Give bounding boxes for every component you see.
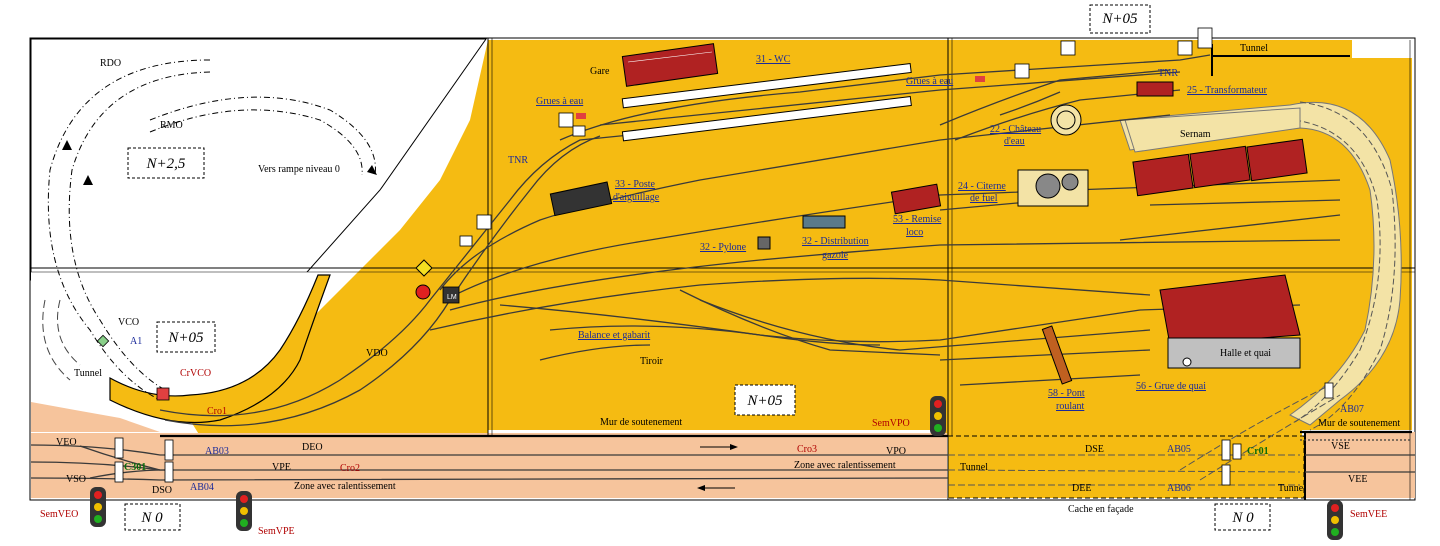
label-semvpe: SemVPE — [258, 526, 295, 537]
label-distribution-2: gazole — [822, 250, 849, 261]
label-vpo: VPO — [886, 446, 906, 457]
label-vso: VSO — [66, 474, 86, 485]
label-ab03: AB03 — [205, 446, 229, 457]
label-vpe: VPE — [272, 462, 291, 473]
level-bottom-left: N 0 — [140, 510, 163, 526]
label-grue-quai: 56 - Grue de quai — [1136, 381, 1206, 392]
label-tunnel-bottom: Tunnel — [960, 462, 988, 473]
label-remise-2: loco — [906, 227, 923, 238]
label-chateau-eau-1: 22 - Château — [990, 124, 1041, 135]
label-zone-bottom: Zone avec ralentissement — [294, 481, 396, 492]
label-citerne-1: 24 - Citerne — [958, 181, 1006, 192]
label-dee: DEE — [1072, 483, 1091, 494]
label-crvco: CrVCO — [180, 368, 211, 379]
gare-building — [621, 43, 719, 87]
label-distribution-1: 32 - Distribution — [802, 236, 869, 247]
level-left-mid: N+05 — [167, 330, 204, 346]
label-chateau-eau-2: d'eau — [1004, 136, 1025, 147]
signal-semveo — [90, 487, 106, 527]
label-cr01: Cr01 — [1247, 446, 1269, 457]
label-tunnel-top: Tunnel — [1240, 43, 1268, 54]
label-ab07: AB07 — [1340, 404, 1364, 415]
label-balance: Balance et gabarit — [578, 330, 650, 341]
transformateur — [1136, 81, 1174, 97]
signal-semvpo — [930, 396, 946, 436]
label-poste-2: d'aiguillage — [613, 192, 660, 203]
label-mur-center: Mur de soutenement — [600, 417, 682, 428]
label-lm: LM — [447, 294, 457, 301]
label-vee: VEE — [1348, 474, 1367, 485]
quai-1 — [621, 62, 912, 109]
label-poste-1: 33 - Poste — [615, 179, 656, 190]
label-ab04: AB04 — [190, 482, 214, 493]
label-ab06: AB06 — [1167, 483, 1191, 494]
label-semvee: SemVEE — [1350, 509, 1387, 520]
small-signals — [96, 27, 1334, 486]
label-tunnel-br: Tunnel — [1278, 483, 1306, 494]
label-semvpo: SemVPO — [872, 418, 910, 429]
label-cache-facade: Cache en façade — [1068, 504, 1134, 515]
poste-aiguillage — [549, 181, 613, 217]
label-grues-eau-right: Grues à eau — [906, 76, 953, 87]
label-remise-1: 53 - Remise — [893, 214, 942, 225]
lower-hidden-yard — [31, 433, 947, 498]
label-pont-1: 58 - Pont — [1048, 388, 1085, 399]
level-bottom-right: N 0 — [1231, 510, 1254, 526]
quai-2 — [621, 95, 912, 142]
label-tiroir: Tiroir — [640, 356, 664, 367]
label-tnr-left: TNR — [508, 155, 528, 166]
left-ramp-area — [109, 274, 331, 424]
label-vco: VCO — [118, 317, 139, 328]
label-pont-2: roulant — [1056, 401, 1085, 412]
label-gare: Gare — [590, 66, 610, 77]
label-tnr-right: TNR — [1158, 68, 1178, 79]
sernam — [1124, 107, 1301, 153]
label-cro3: Cro3 — [797, 444, 817, 455]
label-transformateur: 25 - Transformateur — [1187, 85, 1268, 96]
signal-semvpe — [236, 491, 252, 531]
level-center: N+05 — [746, 393, 783, 409]
label-zone-top: Zone avec ralentissement — [794, 460, 896, 471]
level-upper-left: N+2,5 — [146, 156, 186, 172]
signal-semvee — [1327, 500, 1343, 540]
label-citerne-2: de fuel — [970, 193, 998, 204]
remise-loco — [890, 183, 942, 215]
label-vers-rampe: Vers rampe niveau 0 — [258, 164, 340, 175]
label-veo: VEO — [56, 437, 77, 448]
pont-roulant — [1041, 325, 1073, 385]
depot-buildings — [1132, 138, 1308, 197]
label-vse: VSE — [1331, 441, 1350, 452]
label-sernam: Sernam — [1180, 129, 1211, 140]
helix-inner — [149, 96, 376, 176]
label-a1: A1 — [130, 336, 142, 347]
label-tunnel-left: Tunnel — [74, 368, 102, 379]
label-c301: C301 — [124, 462, 146, 473]
label-semveo: SemVEO — [40, 509, 78, 520]
label-rdo: RDO — [100, 58, 121, 69]
label-halle-quai: Halle et quai — [1220, 348, 1271, 359]
chateau-eau — [1050, 104, 1082, 136]
label-ab05: AB05 — [1167, 444, 1191, 455]
label-rmo: RMO — [160, 120, 183, 131]
label-cro2: Cro2 — [340, 463, 360, 474]
distribution-gazole — [802, 215, 846, 229]
label-dso: DSO — [152, 485, 172, 496]
upper-yard-area — [190, 40, 1412, 436]
label-dse: DSE — [1085, 444, 1104, 455]
label-cro1: Cro1 — [207, 406, 227, 417]
helix-outer — [47, 59, 211, 401]
label-deo: DEO — [302, 442, 323, 453]
label-wc: 31 - WC — [756, 54, 791, 65]
halle-et-quai — [1159, 274, 1301, 369]
upper-left-level — [30, 38, 487, 281]
level-top: N+05 — [1101, 11, 1138, 27]
signal-vdo — [415, 259, 433, 300]
label-pylone: 32 - Pylone — [700, 242, 747, 253]
label-vdo: VDO — [366, 348, 388, 359]
citerne-fuel — [1017, 169, 1089, 207]
label-grues-eau-left: Grues à eau — [536, 96, 583, 107]
label-mur-right: Mur de soutenement — [1318, 418, 1400, 429]
pylone — [757, 236, 771, 250]
